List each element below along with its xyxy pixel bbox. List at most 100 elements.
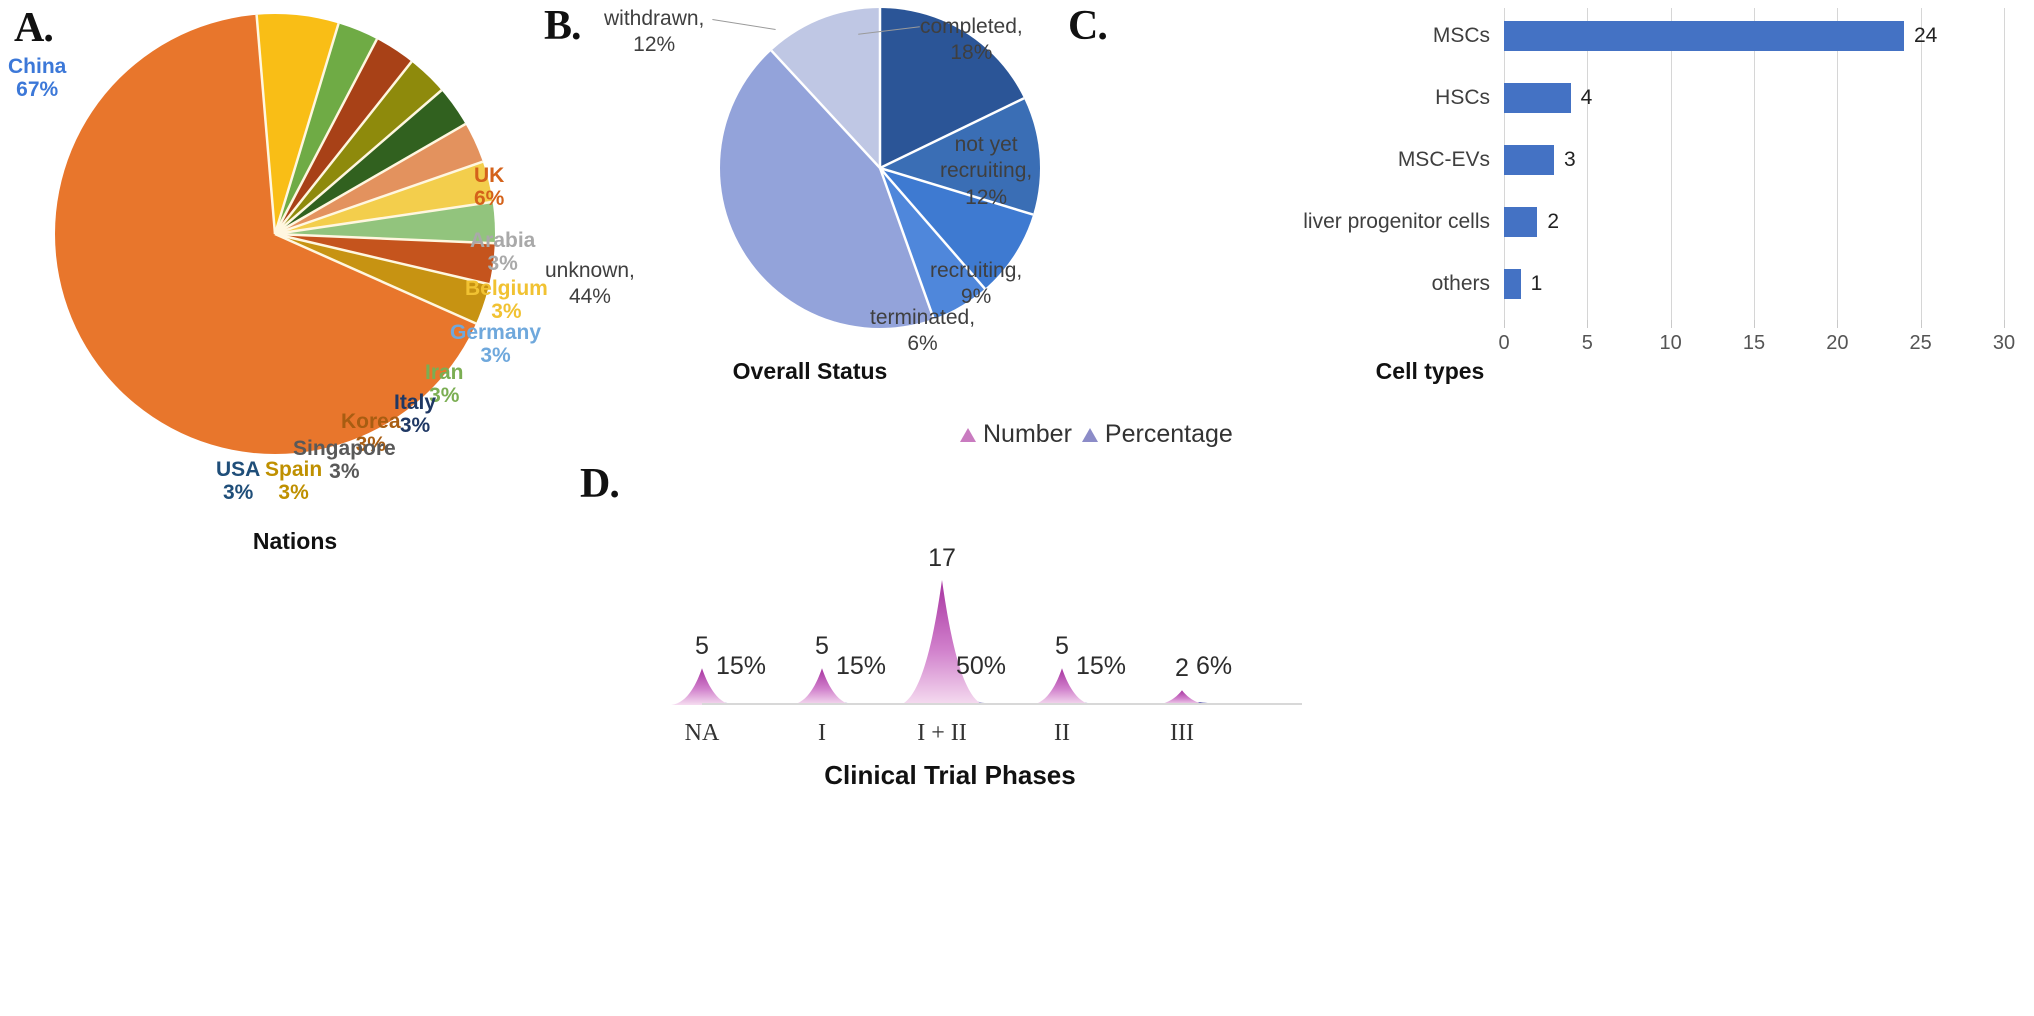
pie-label-value: 3% (491, 299, 522, 323)
x-tickmark (1837, 320, 1839, 328)
bar-row: MSC-EVs 3 (1060, 132, 2034, 188)
bar (1504, 21, 1904, 51)
bar-category-label: liver progenitor cells (1303, 210, 1490, 233)
pie-label-line: 12% (633, 33, 676, 57)
gridline (1670, 8, 1672, 320)
x-tickmark (1754, 320, 1755, 328)
x-tickmark (1670, 320, 1672, 328)
pie-label-line: 9% (960, 285, 992, 309)
pie-label-value: 3% (429, 383, 460, 407)
gridline (1920, 8, 1922, 320)
pie-chart-nations (55, 14, 495, 454)
pie-label-value: 3% (278, 480, 309, 504)
pie-label-line: recruiting, (940, 159, 1033, 183)
legend-trial-phases: Number Percentage (960, 420, 1233, 449)
density-category-label: I + II (917, 720, 967, 746)
x-tickmark (2004, 320, 2005, 328)
density-number-label: 5 (695, 632, 709, 661)
legend-label: Percentage (1104, 420, 1233, 448)
legend-item-number[interactable]: Number (960, 420, 1072, 449)
gridline (2004, 8, 2005, 320)
density-category-label: III (1170, 720, 1194, 746)
x-tickmark (1920, 320, 1922, 328)
density-percentage-label: 15% (716, 652, 767, 680)
bar-category-label: MSCs (1432, 24, 1490, 47)
density-peak-number (671, 668, 733, 705)
pie-label-name: Korea (341, 410, 401, 433)
pie-label-line: withdrawn, (604, 7, 705, 30)
density-category-label: NA (684, 720, 720, 746)
x-tick-label: 30 (1992, 332, 2016, 354)
pie-label-name: Italy (394, 391, 437, 414)
pie-label-value: 67% (16, 77, 59, 101)
legend-triangle-icon (960, 427, 976, 442)
bar-value-label: 4 (1580, 86, 1593, 109)
panel-c-axis-title: Cell types (1375, 358, 1485, 384)
density-percentage-label: 15% (1076, 652, 1127, 680)
density-category-label: II (1054, 720, 1070, 746)
pie-label-line: terminated, (870, 306, 976, 329)
pie-label-line: 44% (568, 285, 611, 309)
density-percentage-label: 6% (1196, 652, 1233, 680)
bar (1504, 145, 1554, 175)
legend-triangle-icon (1081, 427, 1098, 442)
pie-label-name: Singapore (293, 437, 396, 460)
pie-label-terminated: terminated,6% (870, 305, 975, 358)
bar (1504, 83, 1571, 113)
legend-item-percentage[interactable]: Percentage (1081, 420, 1233, 449)
x-tick-label: 25 (1909, 332, 1932, 354)
gridline (1837, 8, 1839, 320)
pie-label-line: recruiting, (930, 259, 1023, 282)
pie-label-name: Germany (450, 321, 542, 344)
pie-label-name: UK (474, 164, 505, 187)
legend-label: Number (983, 420, 1072, 448)
pie-label-recruiting: recruiting, 9% (930, 258, 1022, 311)
density-percentage-label: 50% (956, 652, 1007, 680)
x-tickmark (1504, 320, 1505, 328)
gridline (1587, 8, 1589, 320)
density-category-label: I (818, 720, 826, 746)
bar-value-label: 1 (1530, 272, 1543, 295)
density-number-label: 17 (928, 544, 956, 572)
x-tickmark (1587, 320, 1589, 328)
bar-category-label: HSCs (1435, 86, 1490, 109)
pie-label-line: 18% (950, 41, 993, 65)
pie-label-completed: completed,18% (920, 14, 1023, 67)
panel-d-letter: D. (580, 461, 620, 507)
density-number-label: 5 (815, 632, 829, 661)
bar-row: HSCs 4 (1060, 70, 2034, 126)
x-tick-label: 0 (1498, 332, 1510, 354)
density-peak-number (1154, 690, 1210, 705)
x-tick-label: 5 (1581, 332, 1593, 354)
bar (1504, 207, 1538, 237)
bar (1504, 269, 1521, 299)
bar-value-label: 24 (1914, 24, 1938, 47)
bar-value-label: 3 (1564, 148, 1576, 171)
gridline (1754, 8, 1755, 320)
x-tick-label: 10 (1659, 332, 1682, 354)
pie-label-value: 3% (480, 343, 511, 367)
pie-label-line: unknown, (545, 259, 635, 282)
bar-category-label: MSC-EVs (1397, 148, 1490, 171)
density-plot-area (640, 570, 1302, 705)
pie-label-withdrawn: withdrawn, 12% (604, 6, 704, 59)
pie-label-unknown: unknown, 44% (545, 258, 635, 311)
density-number-label: 2 (1175, 654, 1189, 683)
density-number-label: 5 (1055, 632, 1069, 661)
density-peak-number (1031, 668, 1093, 705)
density-peak-number (900, 580, 984, 705)
panel-b-letter: B. (544, 3, 582, 49)
panel-a-letter: A. (14, 5, 54, 51)
pie-label-name: USA (216, 458, 261, 481)
